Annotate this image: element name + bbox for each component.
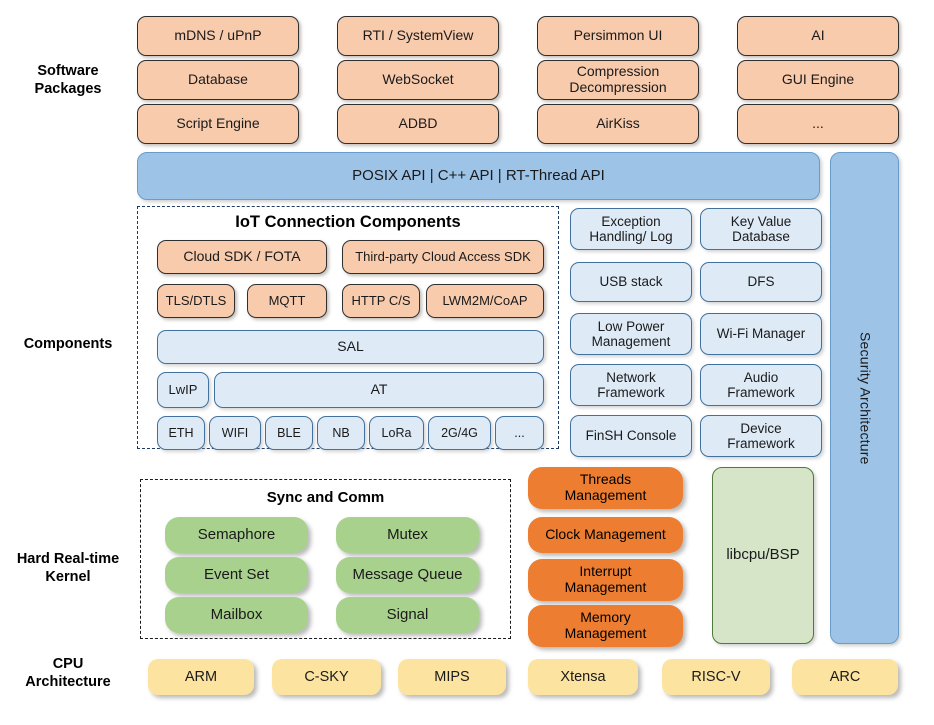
package-box[interactable]: ADBD <box>337 104 499 144</box>
iot-link-box[interactable]: ETH <box>157 416 205 450</box>
kernel-sync-box[interactable]: Semaphore <box>165 517 308 553</box>
libcpu-bsp-box[interactable]: libcpu/BSP <box>712 467 814 644</box>
kernel-sync-box[interactable]: Signal <box>336 597 479 633</box>
security-architecture-bar[interactable]: Security Architecture <box>830 152 899 644</box>
package-box[interactable]: Database <box>137 60 299 100</box>
cpu-arch-box[interactable]: ARM <box>148 659 254 695</box>
component-box[interactable]: Device Framework <box>700 415 822 457</box>
iot-protocol-box[interactable]: HTTP C/S <box>342 284 420 318</box>
iot-protocol-box[interactable]: TLS/DTLS <box>157 284 235 318</box>
kernel-sync-box[interactable]: Message Queue <box>336 557 479 593</box>
cpu-arch-box[interactable]: C-SKY <box>272 659 381 695</box>
package-box[interactable]: Script Engine <box>137 104 299 144</box>
iot-connection-group-title: IoT Connection Components <box>235 213 461 231</box>
iot-link-box[interactable]: NB <box>317 416 365 450</box>
package-box[interactable]: WebSocket <box>337 60 499 100</box>
kernel-sync-box[interactable]: Event Set <box>165 557 308 593</box>
package-box[interactable]: mDNS / uPnP <box>137 16 299 56</box>
cpu-arch-box[interactable]: ARC <box>792 659 898 695</box>
kernel-management-box[interactable]: Interrupt Management <box>528 559 683 601</box>
iot-protocol-box[interactable]: MQTT <box>247 284 327 318</box>
iot-link-box[interactable]: 2G/4G <box>428 416 491 450</box>
cpu-arch-box[interactable]: RISC-V <box>662 659 770 695</box>
component-box[interactable]: DFS <box>700 262 822 302</box>
iot-link-box[interactable]: ... <box>495 416 544 450</box>
package-box[interactable]: Persimmon UI <box>537 16 699 56</box>
iot-sdk-box[interactable]: Third-party Cloud Access SDK <box>342 240 544 274</box>
cpu-arch-box[interactable]: MIPS <box>398 659 506 695</box>
iot-sdk-box[interactable]: Cloud SDK / FOTA <box>157 240 327 274</box>
component-box[interactable]: Low Power Management <box>570 313 692 355</box>
package-box[interactable]: RTI / SystemView <box>337 16 499 56</box>
iot-at-box[interactable]: AT <box>214 372 544 408</box>
row-label-cpu-architecture: CPU Architecture <box>25 656 111 691</box>
component-box[interactable]: FinSH Console <box>570 415 692 457</box>
row-label-kernel: Hard Real-time Kernel <box>16 551 120 586</box>
iot-lwip-box[interactable]: LwIP <box>157 372 209 408</box>
kernel-sync-box[interactable]: Mailbox <box>165 597 308 633</box>
kernel-sync-box[interactable]: Mutex <box>336 517 479 553</box>
kernel-management-box[interactable]: Clock Management <box>528 517 683 553</box>
security-architecture-label: Security Architecture <box>857 331 874 465</box>
iot-link-box[interactable]: LoRa <box>369 416 424 450</box>
package-box[interactable]: AirKiss <box>537 104 699 144</box>
kernel-management-box[interactable]: Threads Management <box>528 467 683 509</box>
cpu-arch-box[interactable]: Xtensa <box>528 659 638 695</box>
component-box[interactable]: Key Value Database <box>700 208 822 250</box>
component-box[interactable]: USB stack <box>570 262 692 302</box>
component-box[interactable]: Audio Framework <box>700 364 822 406</box>
component-box[interactable]: Wi-Fi Manager <box>700 313 822 355</box>
iot-link-box[interactable]: BLE <box>265 416 313 450</box>
iot-sal-box[interactable]: SAL <box>157 330 544 364</box>
iot-protocol-box[interactable]: LWM2M/CoAP <box>426 284 544 318</box>
kernel-management-box[interactable]: Memory Management <box>528 605 683 647</box>
package-box[interactable]: AI <box>737 16 899 56</box>
package-box[interactable]: GUI Engine <box>737 60 899 100</box>
component-box[interactable]: Network Framework <box>570 364 692 406</box>
row-label-software-packages: Software Packages <box>34 63 102 98</box>
api-layer-bar[interactable]: POSIX API | C++ API | RT-Thread API <box>137 152 820 200</box>
iot-link-box[interactable]: WIFI <box>209 416 261 450</box>
package-box[interactable]: Compression Decompression <box>537 60 699 100</box>
package-box[interactable]: ... <box>737 104 899 144</box>
component-box[interactable]: Exception Handling/ Log <box>570 208 692 250</box>
sync-and-comm-title: Sync and Comm <box>266 489 385 506</box>
row-label-components: Components <box>23 336 113 352</box>
sync-and-comm-group <box>140 479 511 639</box>
